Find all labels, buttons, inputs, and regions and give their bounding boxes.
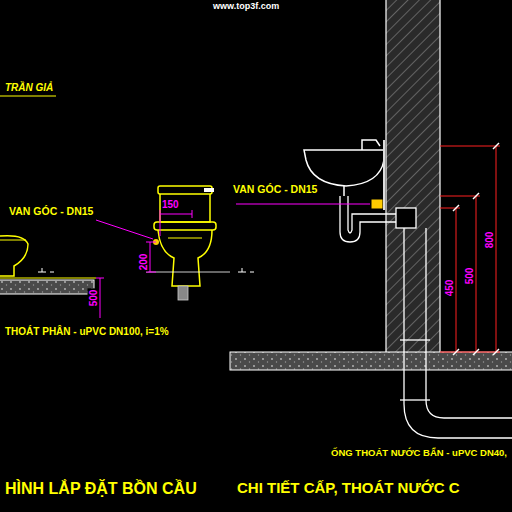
drawing-title: CHI TIẾT CẤP, THOÁT NƯỚC C bbox=[236, 480, 460, 497]
floor-mark bbox=[238, 268, 254, 272]
floor-slab bbox=[230, 352, 512, 370]
dimension-ticks bbox=[453, 143, 499, 355]
toilet-partial bbox=[0, 236, 28, 276]
dimension-lines bbox=[440, 146, 500, 352]
dimension-text: 500 bbox=[88, 289, 99, 308]
dimension-text: 800 bbox=[484, 231, 495, 250]
leader-line bbox=[236, 204, 370, 205]
drain-pipe bbox=[340, 196, 512, 438]
supply-pipe bbox=[372, 140, 384, 210]
dimension-text: 150 bbox=[161, 199, 180, 210]
floor-slab bbox=[0, 280, 94, 294]
ceiling-note: TRẦN GIẢ bbox=[4, 82, 54, 93]
underline bbox=[0, 96, 56, 97]
pipe-note: THOÁT PHÂN - uPVC DN100, i=1% bbox=[4, 326, 170, 337]
dimension-text: 500 bbox=[464, 267, 475, 286]
dimension-text: 200 bbox=[138, 253, 149, 272]
toilet bbox=[154, 186, 216, 286]
drain-pipe bbox=[178, 286, 188, 300]
dimension-text: 450 bbox=[444, 279, 455, 298]
drawing-title: HÌNH LẮP ĐẶT BỒN CẦU bbox=[4, 480, 198, 498]
wall bbox=[386, 0, 440, 354]
pipe-note: ỐNG THOÁT NƯỚC BẨN - uPVC DN40, bbox=[330, 448, 508, 458]
floor-mark bbox=[38, 268, 54, 272]
dimension-lines bbox=[96, 210, 192, 318]
watermark: www.top3f.com bbox=[212, 2, 280, 12]
valve-label: VAN GÓC - DN15 bbox=[8, 206, 94, 218]
valve-label: VAN GÓC - DN15 bbox=[232, 184, 318, 196]
